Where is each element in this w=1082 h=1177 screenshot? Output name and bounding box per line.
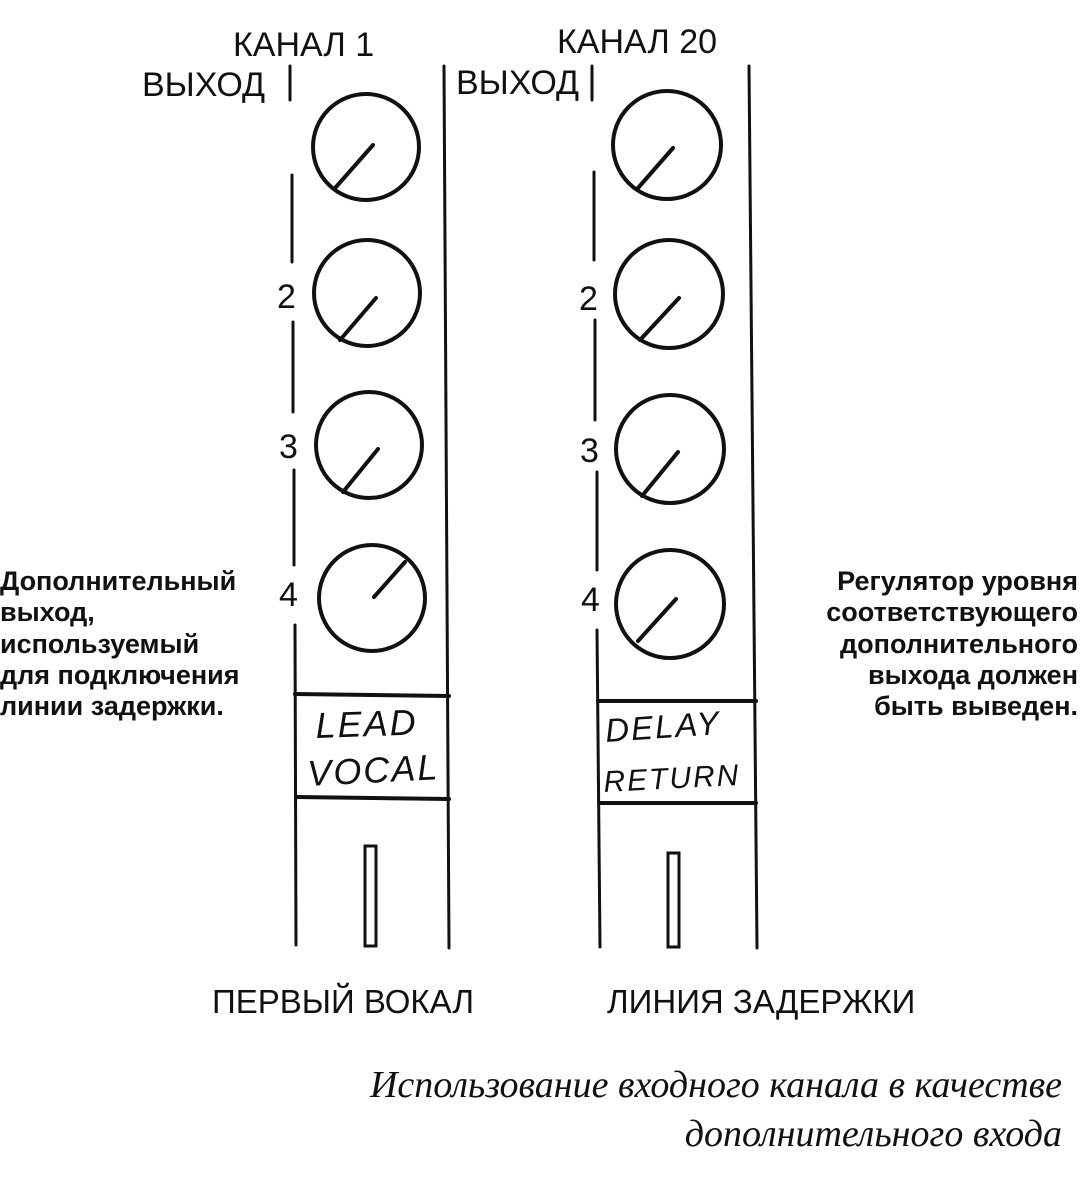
channel-1-label-box-top: [293, 692, 451, 698]
channel-20-strip: [590, 64, 759, 950]
channel-1-knob-3[interactable]: [314, 390, 424, 500]
channel-20-output-label: ВЫХОД: [456, 64, 580, 102]
channel-1-label-box-bottom: [294, 795, 451, 801]
channel-20-knob-3[interactable]: [614, 393, 726, 505]
right-annotation-line: соответствующего: [826, 597, 1078, 628]
channel-1-strip-label-line-2: VOCAL: [306, 746, 440, 794]
channel-20-knob-1-pointer: [636, 146, 675, 190]
channel-1-knob-4-number: 4: [279, 576, 298, 614]
figure-caption-line: Использование входного канала в качестве: [369, 1064, 1062, 1106]
channel-20-strip-edge: [747, 64, 759, 950]
figure-caption: Использование входного канала в качестве…: [370, 1061, 1062, 1158]
left-annotation-line: выход,: [0, 597, 95, 628]
channel-20-knob-3-pointer: [640, 450, 680, 498]
channel-1-knob-3-pointer: [341, 447, 380, 494]
channel-20-knob-2[interactable]: [613, 238, 725, 350]
channel-1-knob-1[interactable]: [311, 92, 421, 202]
channel-1-knob-2-pointer: [338, 296, 378, 342]
left-annotation-line: для подключения: [0, 659, 240, 690]
left-annotation-line: линии задержки.: [0, 691, 224, 722]
channel-20-strip-label-line-2: RETURN: [603, 759, 742, 799]
channel-20-knob-1[interactable]: [611, 89, 723, 201]
channel-1-strip-edge: [442, 64, 451, 950]
channel-1-knob-2[interactable]: [312, 238, 422, 348]
right-annotation-line: дополнительного: [840, 628, 1078, 659]
channel-1-strip: [288, 64, 451, 950]
channel-1-knob-2-number: 2: [277, 278, 296, 316]
channel-20-title: КАНАЛ 20: [557, 23, 718, 61]
figure-caption-line: дополнительного входа: [684, 1112, 1062, 1155]
channel-1-title: КАНАЛ 1: [233, 26, 375, 64]
right-annotation: Регулятор уровня соответствующего дополн…: [826, 566, 1078, 723]
channel-1-knob-4-pointer: [372, 560, 407, 599]
left-annotation-line: используемый: [0, 628, 200, 659]
channel-1-aux-bus-line: [293, 623, 298, 947]
channel-1-knob-1-pointer: [334, 143, 375, 189]
right-annotation-line: выхода должен: [867, 659, 1078, 690]
channel-20-knob-4-number: 4: [581, 581, 600, 619]
right-annotation-line: быть выведен.: [874, 691, 1078, 722]
channel-1-fader[interactable]: [363, 844, 378, 948]
left-annotation: Дополнительный выход, используемый для п…: [0, 566, 240, 723]
right-annotation-line: Регулятор уровня: [837, 566, 1078, 596]
channel-20-knob-4-pointer: [636, 597, 678, 643]
channel-1-knob-3-number: 3: [279, 428, 298, 466]
channel-20-knob-3-number: 3: [580, 432, 599, 470]
left-annotation-line: Дополнительный: [0, 566, 237, 596]
channel-20-strip-label-line-1: DELAY: [604, 704, 722, 749]
channel-20-aux-bus-line: [595, 628, 602, 949]
channel-1-output-label: ВЫХОД: [142, 66, 266, 104]
channel-20-bottom-label: ЛИНИЯ ЗАДЕРЖКИ: [607, 983, 916, 1020]
channel-1-bottom-label: ПЕРВЫЙ ВОКАЛ: [212, 983, 475, 1020]
channel-20-knob-2-number: 2: [579, 280, 598, 318]
channel-20-knob-4[interactable]: [614, 548, 726, 660]
channel-20-fader[interactable]: [666, 851, 681, 949]
channel-1-strip-label-line-1: LEAD: [315, 701, 418, 746]
channel-20-knob-2-pointer: [638, 296, 681, 342]
channel-1-knob-4[interactable]: [317, 543, 427, 653]
